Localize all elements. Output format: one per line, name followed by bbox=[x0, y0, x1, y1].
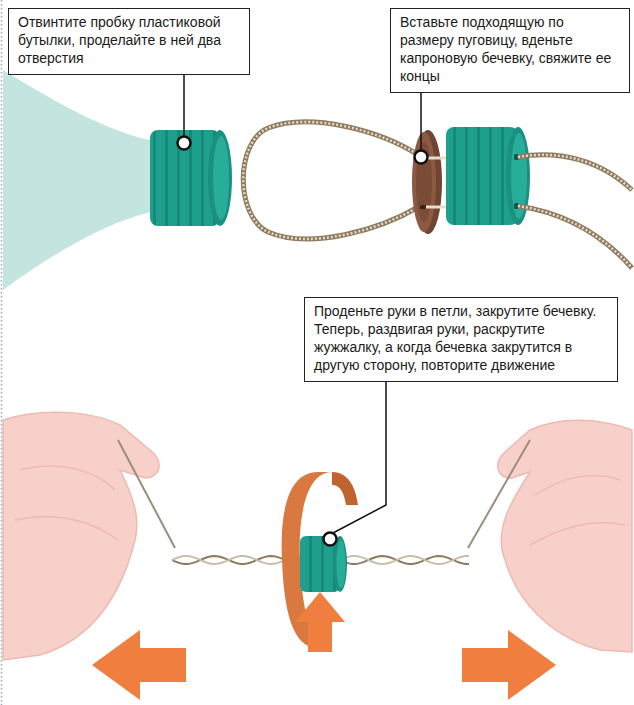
bottle-cap bbox=[446, 127, 530, 225]
button bbox=[412, 130, 442, 234]
margin-line bbox=[1, 292, 3, 705]
leader-line bbox=[183, 75, 185, 136]
string bbox=[518, 155, 632, 190]
callout-dot bbox=[178, 137, 191, 150]
right-hand bbox=[498, 420, 632, 652]
callout-box: Проденьте руки в петли, закрутите бечевк… bbox=[304, 297, 618, 382]
left-hand bbox=[15, 466, 118, 540]
callout-dot bbox=[324, 533, 337, 546]
spinner-cap bbox=[300, 536, 347, 592]
string bbox=[118, 440, 175, 548]
string-loop bbox=[243, 122, 420, 239]
callout-text: Отвинтите пробку пластиковой бутылки, пр… bbox=[18, 14, 240, 68]
string-loop bbox=[243, 122, 420, 239]
string bbox=[518, 155, 632, 190]
callout-text: Вставьте подходящую по размеру пуговицу,… bbox=[400, 14, 620, 86]
callout-box: Вставьте подходящую по размеру пуговицу,… bbox=[390, 8, 630, 93]
twisted-string bbox=[340, 556, 469, 564]
string bbox=[468, 440, 530, 548]
margin-line bbox=[1, 0, 3, 292]
callout-dot bbox=[415, 151, 428, 164]
twisted-string bbox=[172, 556, 301, 564]
leader-line bbox=[333, 382, 386, 533]
twisted-string bbox=[340, 556, 469, 564]
string bbox=[518, 206, 632, 268]
left-arrow bbox=[92, 630, 186, 700]
right-arrow bbox=[462, 630, 556, 700]
up-arrow bbox=[295, 592, 345, 652]
bottle-neck bbox=[3, 70, 150, 290]
twisted-string bbox=[172, 556, 301, 564]
callout-box: Отвинтите пробку пластиковой бутылки, пр… bbox=[8, 8, 250, 75]
callout-text: Проденьте руки в петли, закрутите бечевк… bbox=[314, 303, 608, 375]
string bbox=[518, 206, 632, 268]
leader-line bbox=[420, 93, 422, 150]
right-hand bbox=[530, 476, 625, 545]
bottle-cap bbox=[150, 130, 232, 226]
left-hand bbox=[3, 412, 159, 660]
rotation-arrow bbox=[332, 472, 358, 505]
